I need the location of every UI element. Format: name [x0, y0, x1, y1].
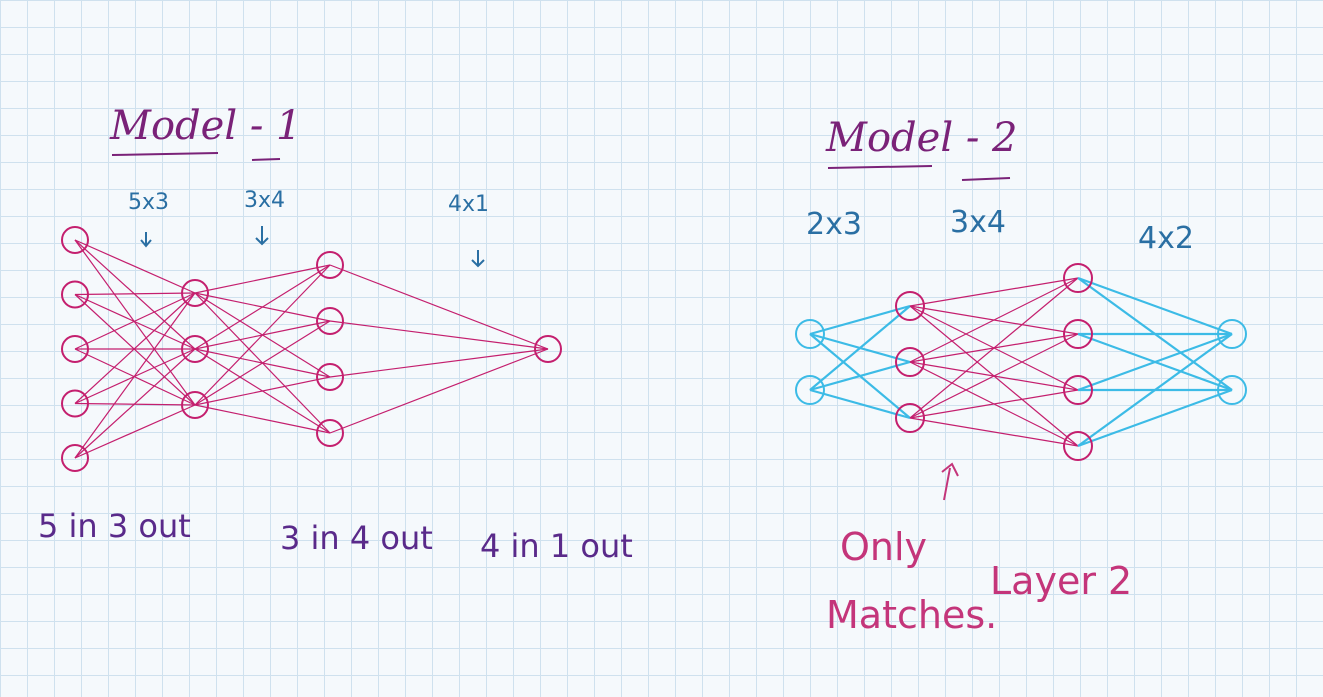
- model1-neuron-l2-1: [316, 307, 344, 335]
- model1-caption-2: 3 in 4 out: [280, 519, 433, 557]
- model2-edge-layer3: [1077, 333, 1233, 447]
- model1-neuron-l0-4: [61, 444, 89, 472]
- model2-neuron-l1-1: [895, 347, 925, 377]
- model1-edge-layer1: [74, 292, 196, 350]
- model2-note-line1: Only: [840, 525, 928, 569]
- model2-neuron-l0-1: [795, 375, 825, 405]
- model1-neuron-l1-0: [181, 279, 209, 307]
- model1-neuron-l2-0: [316, 251, 344, 279]
- model2-note-line3: Matches.: [826, 593, 998, 637]
- model2-edge-layer3: [1077, 332, 1233, 392]
- model1-edge-layer1: [74, 239, 196, 294]
- model2-edge-layer2: [909, 389, 1079, 419]
- model1-edge-layer1: [74, 292, 196, 296]
- model2-edge-layer3: [1077, 388, 1233, 448]
- model2-edge-layer2: [909, 417, 1079, 447]
- model2-edge-layer2: [909, 277, 1079, 419]
- model1-neuron-l0-2: [61, 335, 89, 363]
- model1-edge-layer1: [74, 239, 196, 350]
- model1-edge-layer2: [194, 320, 331, 406]
- model1-neuron-l1-2: [181, 391, 209, 419]
- model1-edge-layer1: [74, 292, 196, 404]
- model1-dim-2: 3x4: [244, 188, 286, 213]
- model1-edge-layer1: [74, 239, 196, 406]
- model1-dim-3: 4x1: [448, 192, 490, 217]
- model2-number-underline: [961, 177, 1011, 181]
- model1-neuron-l1-1: [181, 335, 209, 363]
- model1-edge-layer2: [194, 404, 331, 434]
- model2-neuron-l1-0: [895, 291, 925, 321]
- model2-neuron-l0-0: [795, 319, 825, 349]
- model2-neuron-l1-2: [895, 403, 925, 433]
- model2-neuron-l3-1: [1217, 375, 1247, 405]
- model1-edge-layer3: [329, 264, 549, 350]
- model1-number-underline: [251, 158, 281, 161]
- model2-edge-layer2: [909, 277, 1079, 307]
- model1-edge-layer1: [74, 348, 196, 406]
- model1-edge-layer2: [194, 376, 331, 406]
- model2-edge-layer1: [809, 304, 911, 336]
- model2-edge-layer1: [809, 305, 911, 391]
- model2-dim-3: 4x2: [1138, 221, 1194, 256]
- model1-caption-3: 4 in 1 out: [480, 527, 633, 565]
- model1-edge-layer1: [74, 348, 196, 459]
- model2-title-underline: [827, 165, 933, 169]
- model1-edge-layer2: [194, 264, 331, 350]
- model1-edge-layer1: [74, 404, 196, 459]
- model2-note-line2: Layer 2: [990, 559, 1133, 603]
- model2-note-arrow: [941, 462, 959, 501]
- model2-edge-layer2: [909, 277, 1079, 363]
- model2-title: Model - 2: [826, 115, 1018, 161]
- model2-neuron-l2-0: [1063, 263, 1093, 293]
- model2-edge-layer1: [809, 360, 911, 392]
- model2-neuron-l2-3: [1063, 431, 1093, 461]
- model1-edge-layer3: [329, 320, 549, 350]
- model1-neuron-l0-0: [61, 226, 89, 254]
- model1-title: Model - 1: [110, 103, 302, 149]
- model1-title-underline: [111, 152, 219, 156]
- model1-edge-layer1: [74, 294, 196, 406]
- model1-dim-arrows: [140, 226, 485, 268]
- model1-neuron-l3-0: [534, 335, 562, 363]
- model1-dim-1: 5x3: [128, 190, 170, 215]
- model2-neuron-l2-1: [1063, 319, 1093, 349]
- model1-neuron-l0-3: [61, 389, 89, 418]
- model2-edge-layer2: [909, 333, 1079, 419]
- model1-edge-layer2: [194, 264, 331, 294]
- model1-edge-layer3: [329, 348, 549, 434]
- model2-neuron-l3-0: [1217, 319, 1247, 349]
- model1-neuron-l2-2: [316, 363, 344, 391]
- model1-edge-layer2: [194, 264, 331, 406]
- model2-edge-layer3: [1077, 276, 1233, 336]
- model1-neuron-l2-3: [316, 419, 344, 447]
- model1-neuron-l0-1: [61, 280, 89, 309]
- model1-edge-layer1: [74, 293, 196, 350]
- model2-dim-1: 2x3: [806, 207, 862, 242]
- model1-caption-1: 5 in 3 out: [38, 507, 191, 545]
- model1-edge-layer1: [74, 292, 196, 459]
- model2-neuron-l2-2: [1063, 375, 1093, 405]
- model1-edge-layer3: [329, 348, 549, 378]
- model2-edge-layer1: [809, 388, 911, 420]
- model2-dim-2: 3x4: [950, 205, 1006, 240]
